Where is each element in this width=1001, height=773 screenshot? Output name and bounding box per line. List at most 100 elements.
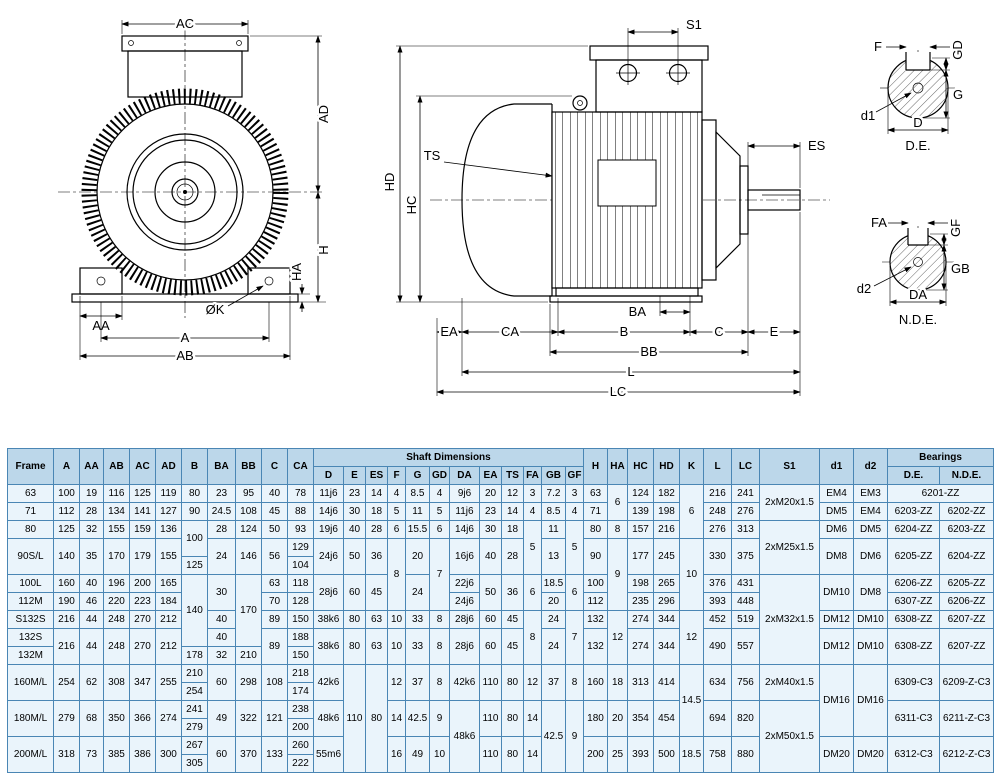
table-cell: 125 [181, 556, 208, 575]
column-header: S1 [759, 448, 820, 485]
column-header: C [261, 448, 288, 485]
table-cell: 490 [703, 628, 732, 665]
table-cell: 14.5 [679, 664, 704, 737]
table-cell: 33 [405, 628, 430, 665]
table-cell: 6209-Z-C3 [939, 664, 994, 701]
table-cell: 14j6 [313, 502, 344, 521]
table-cell: 4 [523, 502, 542, 521]
table-cell: 118 [287, 574, 314, 593]
table-cell: 2xM50x1.5 [759, 700, 820, 773]
column-header: B [181, 448, 208, 485]
table-cell: 127 [155, 502, 182, 521]
table-cell: 14 [523, 736, 542, 773]
table-cell: 179 [129, 538, 156, 575]
column-header: L [703, 448, 732, 485]
table-cell: 10 [387, 628, 406, 665]
dim-label-da: DA [909, 287, 927, 302]
table-cell: 385 [103, 736, 130, 773]
table-cell: 14 [365, 484, 388, 503]
table-cell: 2xM40x1.5 [759, 664, 820, 701]
table-cell: 134 [103, 502, 130, 521]
table-cell: 42.5 [541, 700, 566, 773]
dim-label-gf: GF [948, 219, 963, 237]
column-header: BA [207, 448, 236, 485]
table-cell: 170 [103, 538, 130, 575]
column-header: G [405, 466, 430, 485]
table-cell: 159 [129, 520, 156, 539]
dim-label-a: A [181, 330, 190, 345]
table-cell: 344 [653, 628, 680, 665]
table-cell: 12 [679, 610, 704, 665]
table-cell: 274 [627, 628, 654, 665]
table-cell: 140 [181, 574, 208, 647]
table-cell: 44 [79, 628, 104, 665]
table-cell: 241 [181, 700, 208, 719]
feet-side [549, 287, 703, 303]
table-cell: 10 [429, 736, 450, 773]
table-cell: 170 [235, 574, 262, 647]
table-cell: 2xM25x1.5 [759, 520, 820, 575]
table-cell: 50 [343, 538, 366, 575]
table-cell: 48k6 [449, 700, 480, 773]
column-header: FA [523, 466, 542, 485]
table-cell: 68 [79, 700, 104, 737]
table-cell: DM16 [819, 664, 854, 737]
table-cell: 80 [501, 736, 524, 773]
table-cell: 89 [261, 610, 288, 629]
table-cell: 146 [235, 538, 262, 575]
table-cell: 180M/L [7, 700, 54, 737]
table-cell: 80 [365, 664, 388, 773]
table-cell: 14 [387, 700, 406, 737]
table-cell: 322 [235, 700, 262, 737]
table-cell: 6211-Z-C3 [939, 700, 994, 737]
table-cell: 24 [541, 610, 566, 629]
table-cell: 37 [541, 664, 566, 701]
table-cell: 10 [679, 538, 704, 611]
table-cell: 298 [235, 664, 262, 701]
table-cell: 133 [261, 736, 288, 773]
dim-label-c: C [714, 324, 723, 339]
table-cell: 274 [627, 610, 654, 629]
column-header: E [343, 466, 366, 485]
table-cell: 452 [703, 610, 732, 629]
de-shaft-detail: F GD G D d1 D.E. [858, 37, 967, 154]
table-cell: 11j6 [449, 502, 480, 521]
table-cell: 200 [129, 574, 156, 593]
table-cell: 8 [429, 610, 450, 629]
table-cell: 7 [429, 538, 450, 611]
shaft [747, 189, 801, 211]
table-cell: 112 [53, 502, 80, 521]
table-cell: 80 [7, 520, 54, 539]
table-cell: 20 [541, 592, 566, 611]
table-cell: 45 [261, 502, 288, 521]
table-cell: DM10 [853, 628, 888, 665]
foot-hole [264, 276, 274, 286]
table-cell: 40 [207, 610, 236, 629]
column-header: AC [129, 448, 156, 485]
column-header: Bearings [887, 448, 994, 467]
table-cell: 80 [343, 628, 366, 665]
keyway [908, 228, 928, 245]
column-header: LC [731, 448, 760, 485]
table-cell: 150 [287, 610, 314, 629]
table-cell: 212 [155, 628, 182, 665]
table-cell: 100 [181, 520, 208, 557]
table-cell: 55m6 [313, 736, 344, 773]
de-caption: D.E. [905, 138, 930, 153]
table-cell: 880 [731, 736, 760, 773]
table-cell: 350 [103, 700, 130, 737]
table-cell: 24 [207, 538, 236, 575]
table-cell: 220 [103, 592, 130, 611]
table-cell: 40 [207, 628, 236, 647]
table-cell: 62 [79, 664, 104, 701]
table-cell: 6205-ZZ [887, 538, 940, 575]
table-cell: 182 [653, 484, 680, 503]
table-cell: 270 [129, 610, 156, 629]
table-cell: DM16 [853, 664, 888, 737]
foot-hole [96, 276, 106, 286]
table-cell: 71 [7, 502, 54, 521]
